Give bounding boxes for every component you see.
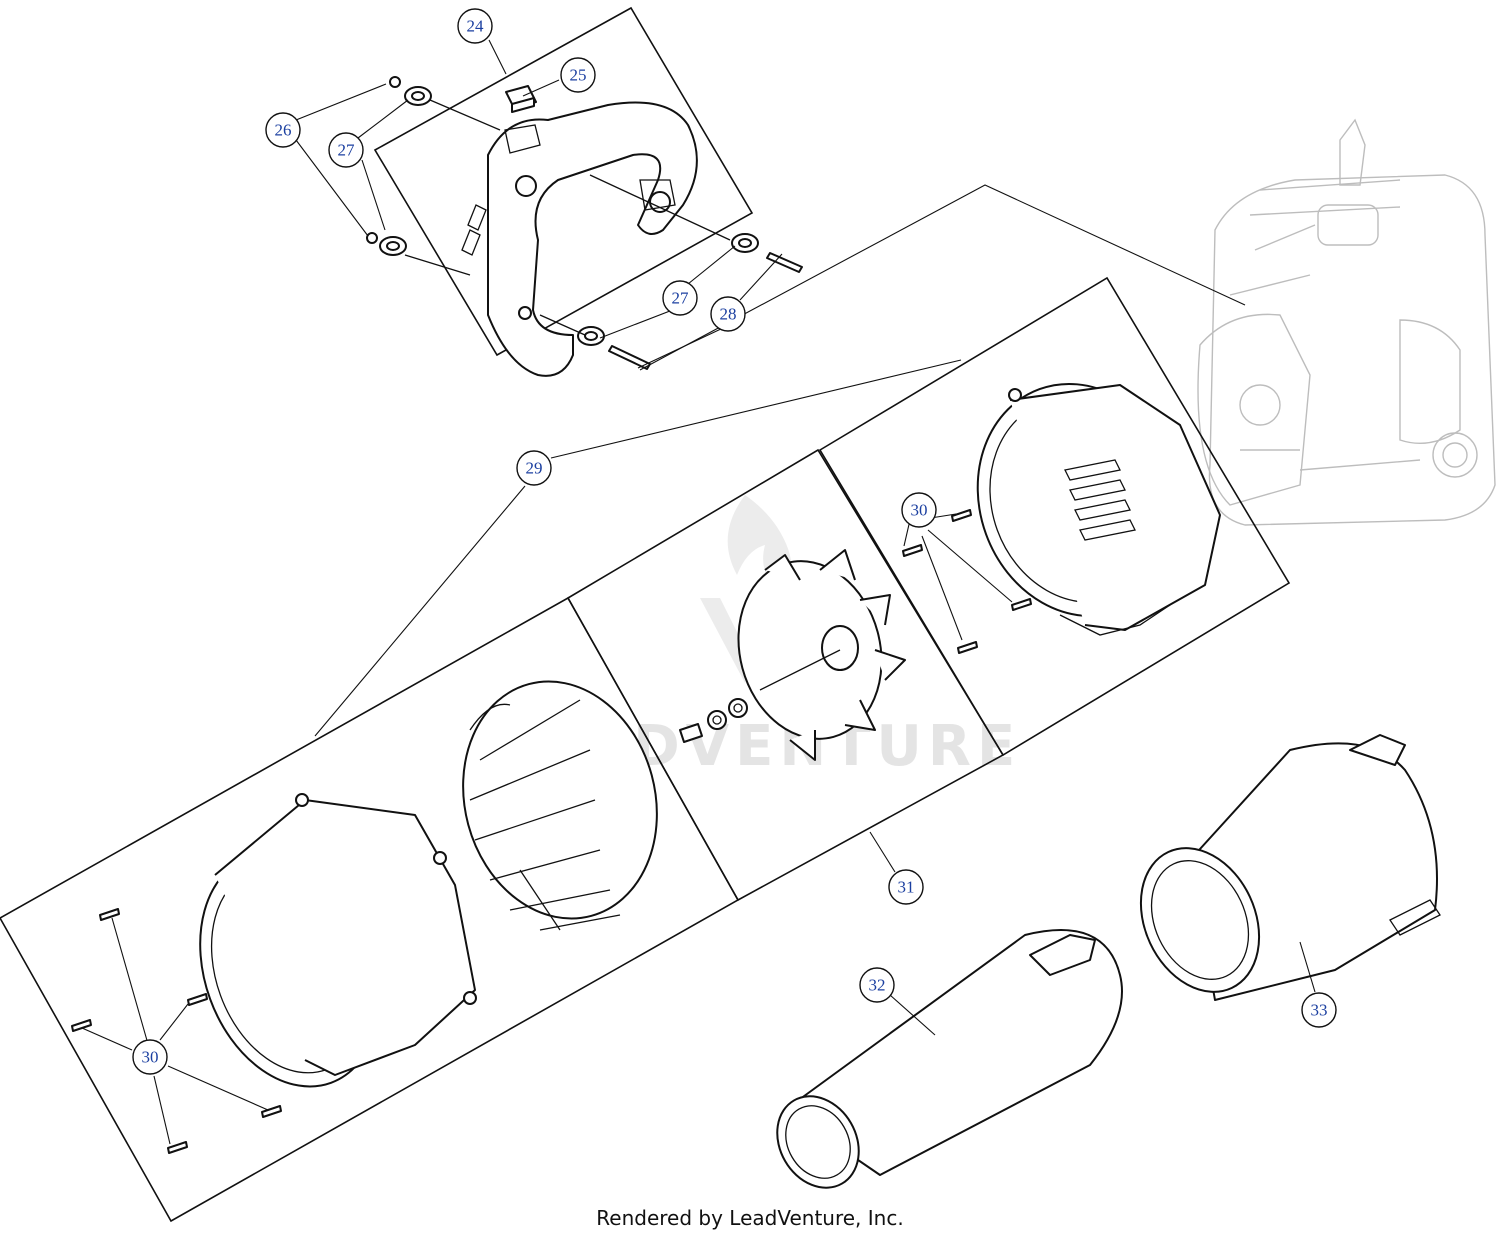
callout-24: 24 — [457, 8, 493, 44]
callout-30-upper: 30 — [901, 492, 937, 528]
callout-32-label: 32 — [869, 976, 886, 995]
callout-24-label: 24 — [467, 17, 485, 36]
callout-30-lower: 30 — [132, 1039, 168, 1075]
callout-32: 32 — [859, 967, 895, 1003]
callout-25-label: 25 — [570, 66, 587, 85]
callout-26-label: 26 — [275, 121, 292, 140]
impeller-part — [679, 549, 906, 761]
callout-27-lower-label: 27 — [672, 289, 690, 308]
callout-31: 31 — [888, 869, 924, 905]
fan-housing-part — [976, 382, 1221, 636]
callout-27-lower: 27 — [662, 280, 698, 316]
nozzle-cone-part — [1139, 734, 1441, 1001]
front-housing-part — [199, 793, 477, 1088]
engine-background — [1197, 118, 1496, 526]
handle-panel-box — [373, 6, 754, 357]
callout-29: 29 — [516, 450, 552, 486]
blower-tube-part — [776, 929, 1123, 1189]
handle-hardware — [366, 76, 803, 370]
diffuser-part — [462, 680, 658, 931]
callout-28: 28 — [710, 296, 746, 332]
callout-33: 33 — [1301, 992, 1337, 1028]
callout-27-upper: 27 — [328, 132, 364, 168]
front-housing-panel-box — [0, 596, 740, 1223]
callout-29-label: 29 — [526, 459, 543, 478]
fan-housing-screws — [902, 509, 1032, 654]
callout-26: 26 — [265, 112, 301, 148]
callout-31-label: 31 — [898, 878, 915, 897]
callout-28-label: 28 — [720, 305, 737, 324]
callout-25: 25 — [560, 57, 596, 93]
callout-30-upper-label: 30 — [911, 501, 928, 520]
front-housing-screws — [71, 908, 282, 1154]
callout-33-label: 33 — [1311, 1001, 1328, 1020]
leader-lines — [81, 39, 1316, 1145]
callout-27-upper-label: 27 — [338, 141, 356, 160]
callout-30-lower-label: 30 — [142, 1048, 159, 1067]
handle-part — [461, 101, 698, 377]
footer-credit: Rendered by LeadVenture, Inc. — [596, 1206, 904, 1230]
switch-part — [505, 85, 537, 113]
